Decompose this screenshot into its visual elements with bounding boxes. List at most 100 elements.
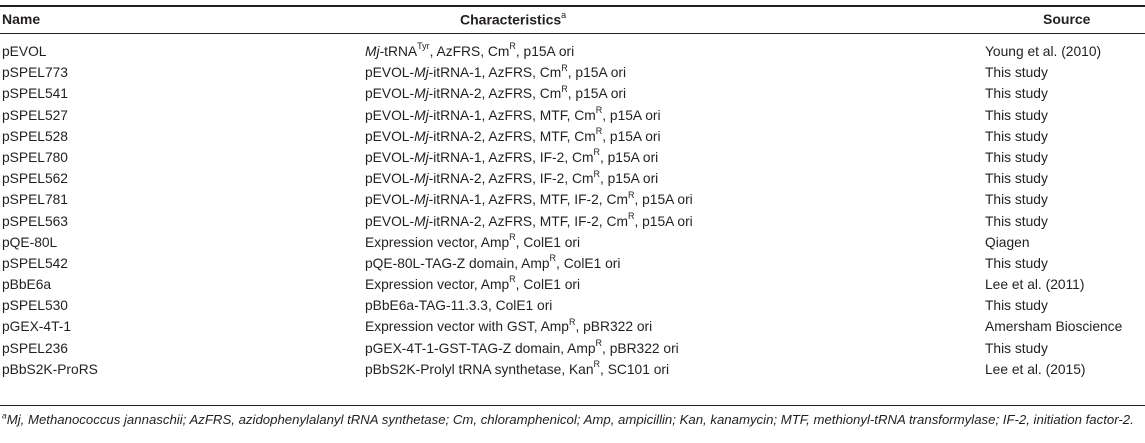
superscript: R: [509, 232, 516, 243]
plasmid-characteristics: pEVOL-Mj-itRNA-1, AzFRS, CmR, p15A ori: [365, 62, 626, 83]
plasmid-source: Qiagen: [985, 234, 1030, 250]
char-text: , pBR322 ori: [575, 319, 653, 335]
char-text: -itRNA-2, AzFRS, Cm: [428, 86, 562, 102]
plasmid-characteristics: Expression vector, AmpR, ColE1 ori: [365, 274, 580, 295]
plasmid-characteristics: Expression vector, AmpR, ColE1 ori: [365, 232, 580, 253]
plasmid-name: pSPEL773: [2, 65, 68, 81]
char-text: pEVOL-: [365, 192, 415, 208]
table-row: pSPEL542 pQE-80L-TAG-Z domain, AmpR, ColE…: [0, 253, 1145, 274]
header-name: Name: [2, 11, 41, 27]
char-text: pBbS2K-Prolyl tRNA synthetase, Kan: [365, 361, 594, 377]
plasmid-source: This study: [985, 171, 1048, 187]
char-text: , SC101 ori: [600, 361, 670, 377]
superscript: R: [627, 189, 635, 200]
table-row: pSPEL528 pEVOL-Mj-itRNA-2, AzFRS, MTF, Cm…: [0, 126, 1145, 147]
plasmid-characteristics: pEVOL-Mj-itRNA-1, AzFRS, IF-2, CmR, p15A…: [365, 147, 658, 168]
char-text: Expression vector with GST, Amp: [365, 319, 569, 335]
top-rule: [0, 5, 1145, 7]
char-text: -tRNA: [379, 44, 418, 59]
char-text: pEVOL-: [365, 86, 415, 102]
superscript: R: [593, 147, 600, 158]
char-text: , p15A ori: [634, 213, 693, 229]
plasmid-source: Amersham Bioscience: [985, 319, 1123, 335]
header-characteristics-label: Characteristics: [460, 11, 562, 28]
plasmid-name: pSPEL781: [2, 192, 68, 208]
superscript: R: [509, 41, 516, 52]
superscript: R: [595, 338, 603, 349]
char-text: Expression vector, Amp: [365, 277, 510, 293]
superscript: Tyr: [417, 41, 430, 52]
footnote-marker: a: [2, 410, 7, 421]
plasmid-characteristics: pEVOL-Mj-itRNA-2, AzFRS, MTF, IF-2, CmR,…: [365, 211, 693, 232]
char-text: pEVOL-: [365, 65, 415, 81]
plasmid-name: pSPEL528: [2, 128, 68, 144]
char-text: , ColE1 ori: [515, 277, 581, 293]
plasmid-name: pGEX-4T-1: [2, 319, 72, 335]
table-row: pSPEL773 pEVOL-Mj-itRNA-1, AzFRS, CmR, p1…: [0, 62, 1145, 83]
superscript: R: [509, 274, 516, 285]
plasmid-name: pSPEL563: [2, 213, 68, 229]
char-text: , p15A ori: [567, 65, 627, 81]
table-row: pSPEL563 pEVOL-Mj-itRNA-2, AzFRS, MTF, IF…: [0, 211, 1145, 232]
organism-abbrev: Mj: [414, 128, 429, 144]
char-text: pEVOL-: [365, 149, 415, 165]
plasmid-source: This study: [985, 298, 1048, 314]
organism-abbrev: Mj: [414, 86, 429, 102]
char-text: pBbE6a-TAG-11.3.3, ColE1 ori: [365, 298, 553, 314]
char-text: -itRNA-1, AzFRS, Cm: [428, 65, 562, 81]
char-text: -itRNA-1, AzFRS, MTF, IF-2, Cm: [428, 192, 628, 208]
plasmid-characteristics: pEVOL-Mj-itRNA-1, AzFRS, MTF, CmR, p15A …: [365, 105, 661, 126]
superscript: R: [627, 210, 635, 221]
plasmid-source: This study: [985, 128, 1048, 144]
char-text: pEVOL-: [365, 128, 415, 144]
plasmid-characteristics: pBbS2K-Prolyl tRNA synthetase, KanR, SC1…: [365, 359, 669, 380]
superscript: R: [593, 168, 600, 179]
plasmid-source: This study: [985, 149, 1048, 165]
plasmid-source: This study: [985, 340, 1048, 356]
organism-abbrev: Mj: [414, 192, 429, 208]
char-text: , pBR322 ori: [602, 340, 679, 356]
plasmid-source: This study: [985, 213, 1048, 229]
superscript: R: [561, 83, 568, 94]
char-text: pEVOL-: [365, 213, 415, 229]
plasmid-name: pSPEL527: [2, 107, 68, 123]
char-text: pGEX-4T-1-GST-TAG-Z domain, Amp: [365, 340, 596, 356]
table-row: pBbS2K-ProRS pBbS2K-Prolyl tRNA synthetas…: [0, 359, 1145, 380]
table-row: pSPEL527 pEVOL-Mj-itRNA-1, AzFRS, MTF, Cm…: [0, 105, 1145, 126]
char-text: -itRNA-2, AzFRS, IF-2, Cm: [428, 171, 594, 187]
plasmid-source: This study: [985, 86, 1048, 102]
plasmid-name: pSPEL542: [2, 255, 68, 271]
plasmid-source: This study: [985, 192, 1048, 208]
char-text: pEVOL-: [365, 107, 415, 123]
plasmid-name: pSPEL530: [2, 298, 68, 314]
plasmid-characteristics: pEVOL-Mj-itRNA-2, AzFRS, CmR, p15A ori: [365, 83, 626, 104]
plasmid-source: Lee et al. (2015): [985, 361, 1086, 377]
header-characteristics: Characteristicsa: [460, 10, 567, 28]
header-rule: [0, 33, 1145, 34]
plasmid-name: pBbS2K-ProRS: [2, 361, 98, 377]
plasmid-characteristics: pQE-80L-TAG-Z domain, AmpR, ColE1 ori: [365, 253, 620, 274]
plasmid-name: pSPEL780: [2, 149, 68, 165]
char-text: -itRNA-1, AzFRS, MTF, Cm: [428, 107, 596, 123]
table-row: pSPEL780 pEVOL-Mj-itRNA-1, AzFRS, IF-2, C…: [0, 147, 1145, 168]
header-footnote-marker: a: [561, 10, 567, 20]
plasmid-source: Lee et al. (2011): [985, 277, 1085, 293]
organism-abbrev: Mj: [414, 65, 429, 81]
plasmid-characteristics: Mj-tRNATyr, AzFRS, CmR, p15A ori: [365, 41, 574, 62]
table-row: pSPEL530 pBbE6a-TAG-11.3.3, ColE1 ori This…: [0, 295, 1145, 316]
bottom-rule: [0, 405, 1145, 406]
organism-abbrev: Mj: [414, 213, 429, 229]
char-text: -itRNA-2, AzFRS, MTF, IF-2, Cm: [428, 213, 628, 229]
superscript: R: [561, 62, 568, 73]
superscript: R: [595, 104, 603, 115]
superscript: R: [593, 359, 601, 370]
plasmid-characteristics: pEVOL-Mj-itRNA-2, AzFRS, MTF, CmR, p15A …: [365, 126, 661, 147]
plasmid-source: This study: [985, 65, 1048, 81]
organism-abbrev: Mj: [414, 171, 429, 187]
plasmid-source: This study: [985, 255, 1048, 271]
char-text: , AzFRS, Cm: [429, 44, 510, 59]
organism-abbrev: Mj: [365, 44, 380, 59]
